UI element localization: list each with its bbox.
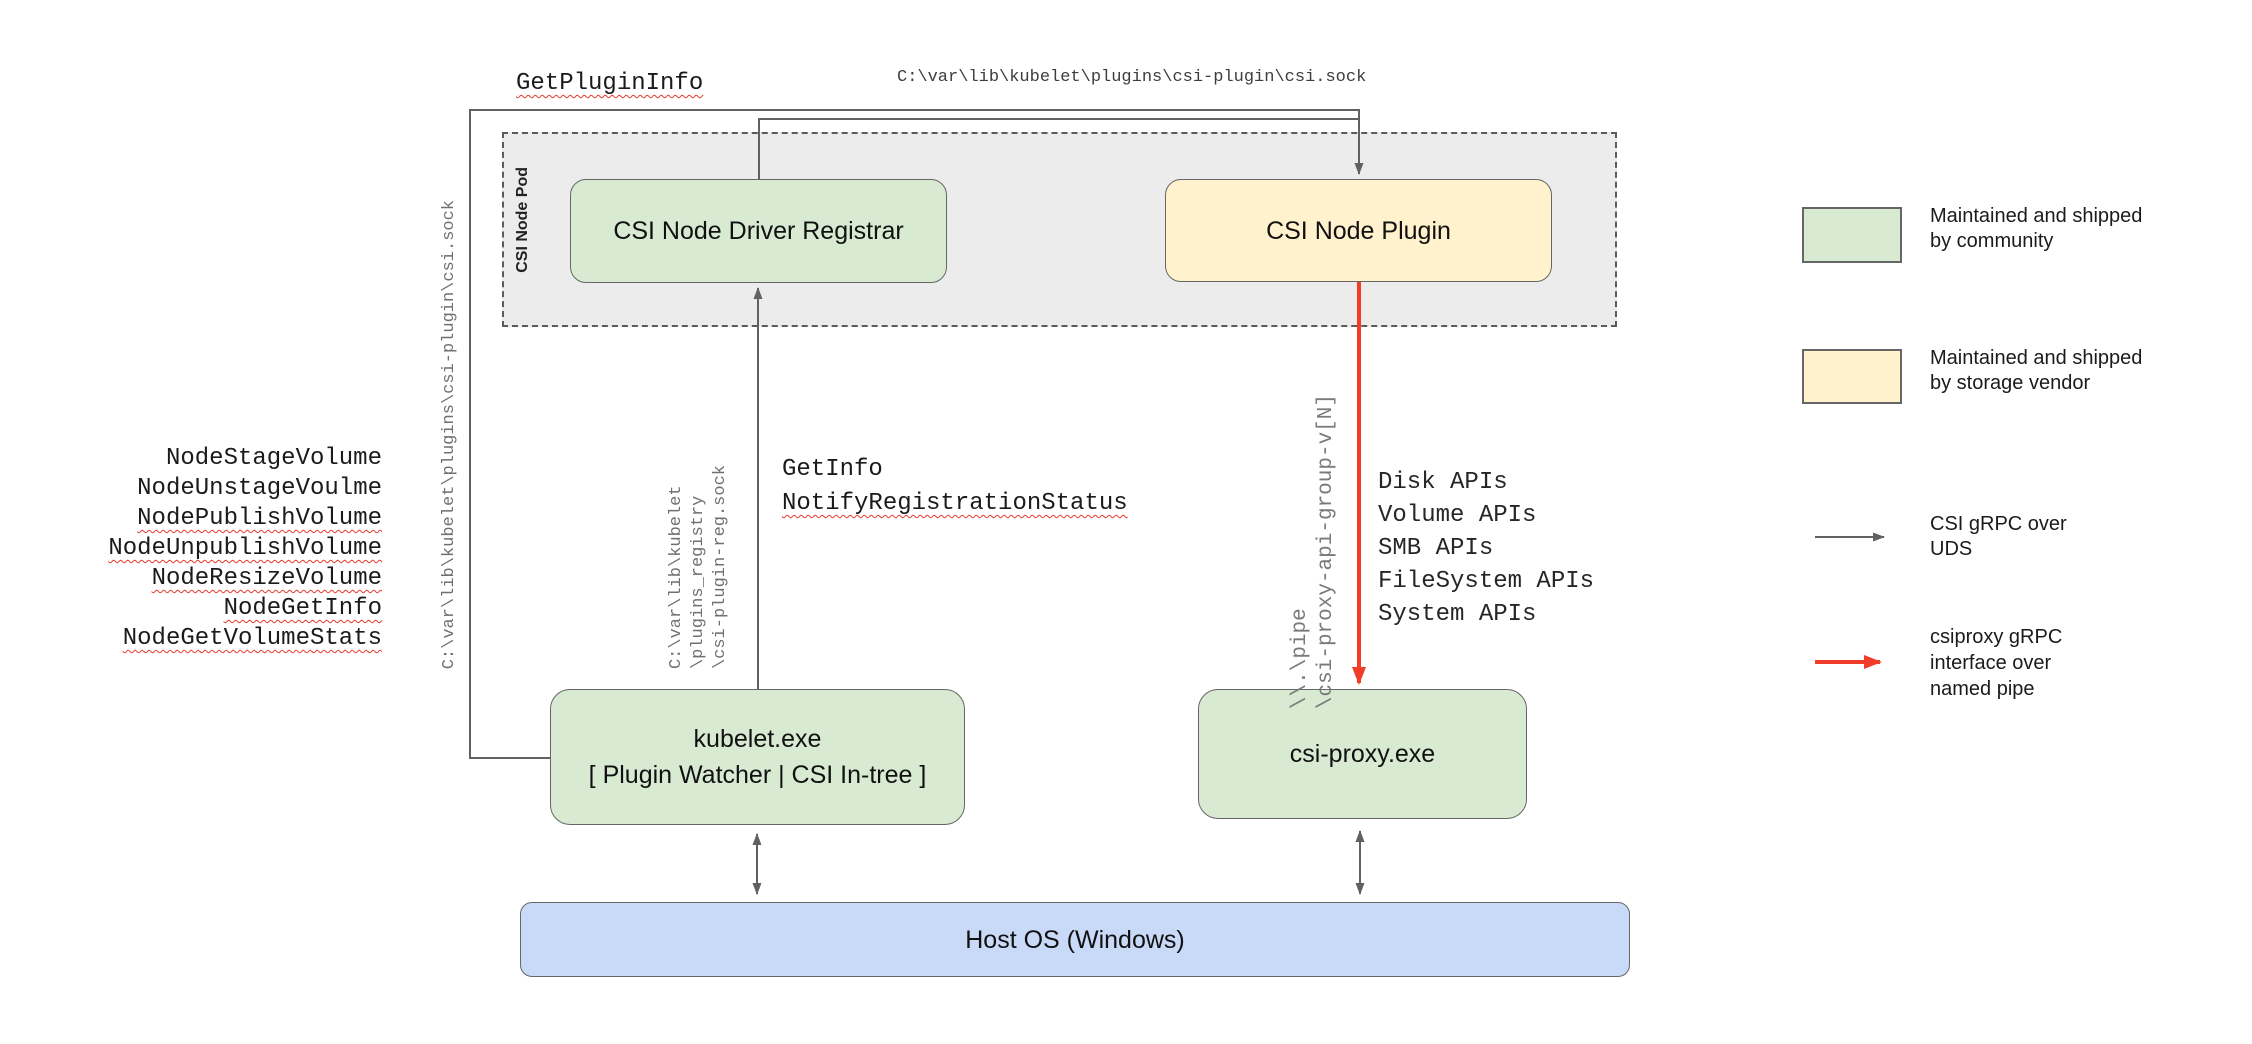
- csi-node-driver-registrar-box: CSI Node Driver Registrar: [570, 179, 947, 283]
- legend-line: Maintained and shipped: [1930, 347, 2143, 369]
- plugin-reg-sock-line: \plugins_registry: [689, 495, 708, 669]
- csi-sock-path-top: C:\var\lib\kubelet\plugins\csi-plugin\cs…: [897, 68, 1367, 87]
- named-pipe-line: \csi-proxy-api-group-v[N]: [1315, 393, 1338, 709]
- kubelet-label: kubelet.exe: [693, 725, 822, 753]
- legend-pipe-text: csiproxy gRPC interface over named pipe: [1930, 624, 2062, 702]
- kubelet-to-plugin-line: [469, 109, 1360, 759]
- legend-vendor-swatch: [1802, 349, 1902, 404]
- host-os-label: Host OS (Windows): [965, 925, 1185, 954]
- api-item: FileSystem APIs: [1378, 568, 1595, 595]
- host-os-box: Host OS (Windows): [520, 902, 1630, 977]
- plugin-reg-sock-line: C:\var\lib\kubelet: [667, 485, 686, 669]
- legend-line: by community: [1930, 230, 2054, 252]
- legend-line: csiproxy gRPC: [1930, 626, 2063, 648]
- legend-line: interface over: [1930, 652, 2052, 674]
- csi-proxy-label: csi-proxy.exe: [1289, 740, 1436, 768]
- api-item: Volume APIs: [1378, 502, 1537, 529]
- legend-line: UDS: [1930, 538, 1973, 560]
- get-info-label: GetInfo: [782, 456, 883, 483]
- node-rpc-list: NodeStageVolume NodeUnstageVoulme NodePu…: [80, 444, 382, 654]
- plugin-reg-sock-path: C:\var\lib\kubelet \plugins_registry \cs…: [666, 465, 732, 669]
- node-rpc-item: NodePublishVolume: [137, 505, 382, 532]
- legend-line: named pipe: [1930, 678, 2035, 700]
- csi-proxy-api-list: Disk APIs Volume APIs SMB APIs FileSyste…: [1378, 466, 1594, 631]
- plugin-reg-sock-line: \csi-plugin-reg.sock: [711, 464, 730, 669]
- registrar-to-plugin-arrow: [758, 118, 1364, 179]
- node-rpc-item: NodeResizeVolume: [151, 565, 382, 592]
- legend-line: CSI gRPC over: [1930, 513, 2067, 535]
- csi-proxy-box: csi-proxy.exe: [1198, 689, 1527, 819]
- legend-community-text: Maintained and shipped by community: [1930, 204, 2142, 254]
- api-item: Disk APIs: [1378, 469, 1508, 496]
- kubelet-sublabel: [ Plugin Watcher | CSI In-tree ]: [588, 761, 927, 789]
- legend-vendor-text: Maintained and shipped by storage vendor: [1930, 346, 2142, 396]
- registration-rpc-list: GetInfo NotifyRegistrationStatus: [782, 453, 1128, 521]
- kubelet-box: kubelet.exe [ Plugin Watcher | CSI In-tr…: [550, 689, 965, 825]
- csi-node-plugin-label: CSI Node Plugin: [1266, 216, 1451, 245]
- node-rpc-item: NodeGetVolumeStats: [122, 625, 382, 652]
- api-item: SMB APIs: [1378, 535, 1494, 562]
- node-rpc-item: NodeUnstageVoulme: [137, 475, 382, 502]
- notify-registration-status-label: NotifyRegistrationStatus: [782, 490, 1128, 517]
- legend-line: by storage vendor: [1930, 372, 2091, 394]
- node-rpc-item: NodeStageVolume: [165, 445, 382, 472]
- csi-node-plugin-box: CSI Node Plugin: [1165, 179, 1552, 282]
- named-pipe-path: \\.\pipe \csi-proxy-api-group-v[N]: [1288, 394, 1340, 709]
- api-item: System APIs: [1378, 601, 1537, 628]
- node-rpc-item: NodeGetInfo: [223, 595, 382, 622]
- csi-node-driver-registrar-label: CSI Node Driver Registrar: [613, 217, 904, 245]
- named-pipe-line: \\.\pipe: [1289, 608, 1312, 709]
- legend-line: Maintained and shipped: [1930, 205, 2143, 227]
- csi-sock-path-vertical: C:\var\lib\kubelet\plugins\csi-plugin\cs…: [440, 199, 459, 669]
- legend-community-swatch: [1802, 207, 1902, 263]
- legend-uds-text: CSI gRPC over UDS: [1930, 512, 2067, 562]
- node-rpc-item: NodeUnpublishVolume: [108, 535, 382, 562]
- get-plugin-info-label: GetPluginInfo: [516, 70, 704, 97]
